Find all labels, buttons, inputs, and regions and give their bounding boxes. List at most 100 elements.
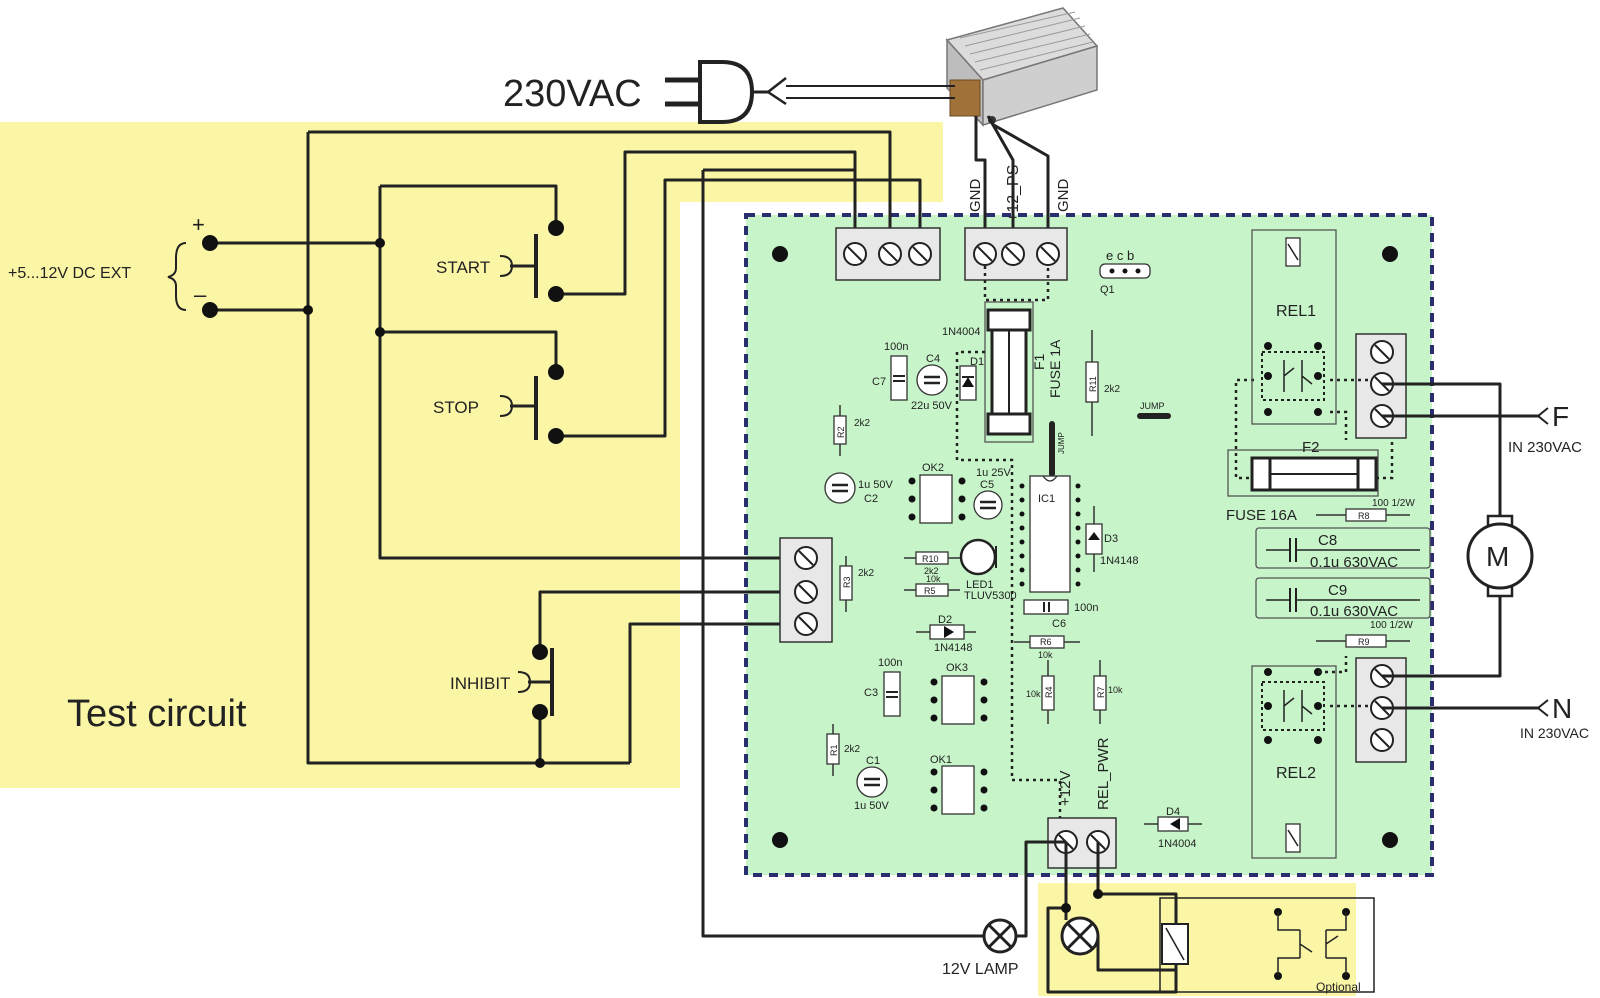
r9-value: 100 1/2W: [1370, 620, 1413, 631]
capacitor-c5: [973, 490, 1003, 520]
n-in-label: IN 230VAC: [1520, 725, 1589, 741]
relay-rel1: [1251, 229, 1337, 425]
resistor-r9: [1316, 634, 1410, 648]
transistor-q1: [1099, 263, 1151, 279]
c5-label: C5: [980, 479, 994, 491]
junction: [1061, 903, 1071, 913]
c5-value: 1u 25V: [976, 467, 1012, 479]
resistor-r8: [1316, 508, 1410, 522]
mounting-hole: [1382, 832, 1398, 848]
start-button: [499, 220, 564, 302]
r8-label: R8: [1358, 511, 1370, 521]
ic-ic1: [1019, 475, 1081, 593]
c1-value: 1u 50V: [854, 800, 890, 812]
stop-button: [499, 364, 564, 444]
lamp-12v: [982, 918, 1018, 954]
r1-value: 2k2: [844, 744, 861, 755]
f-in-label: IN 230VAC: [1508, 439, 1582, 456]
wire-start: [556, 150, 857, 296]
c2-label: C2: [864, 493, 878, 505]
power-terminal-block: [964, 227, 1068, 281]
capacitor-c8: [1255, 527, 1431, 569]
capacitor-c4: [916, 364, 948, 396]
r11-value: 2k2: [1104, 384, 1121, 395]
r4-value: 10k: [1026, 689, 1041, 699]
diode-d4: [1144, 816, 1202, 832]
psu-gnd-wire-2: [991, 122, 1050, 245]
jump-b-label: JUMP: [1140, 401, 1165, 411]
pcb-trace: [955, 350, 1062, 826]
relay-rel2: [1251, 665, 1337, 859]
optocoupler-ok2: [908, 474, 966, 524]
d2-type: 1N4148: [934, 642, 973, 654]
r2-value: 2k2: [854, 418, 871, 429]
test-circuit-label: Test circuit: [67, 693, 247, 735]
c3-value: 100n: [878, 657, 902, 669]
pcb-trace: [1330, 378, 1370, 440]
r7-value: 10k: [1108, 685, 1123, 695]
mounting-hole: [772, 832, 788, 848]
r5-value: 10k: [926, 574, 941, 584]
d1-label: D1: [970, 356, 984, 368]
gnd-label-a: GND: [967, 179, 984, 213]
pcb-trace: [1234, 404, 1394, 480]
capacitor-c2: [824, 472, 856, 504]
r6-label: R6: [1040, 637, 1052, 647]
led-led1: [959, 538, 997, 576]
junction: [375, 238, 385, 248]
c9-label: C9: [1328, 582, 1347, 599]
resistor-r11: [1085, 330, 1099, 436]
c4-label: C4: [926, 353, 940, 365]
power-supply-module: [945, 7, 1099, 127]
ext-plus-sign: +: [192, 212, 205, 237]
motor-wire-n: [1382, 596, 1502, 678]
n-terminal-label: N: [1552, 693, 1572, 724]
rel2-label: REL2: [1276, 765, 1316, 782]
input-terminal-block: [835, 227, 941, 281]
resistor-r10: [904, 551, 960, 565]
r9-label: R9: [1358, 637, 1370, 647]
r5-label: R5: [924, 586, 936, 596]
diode-d3: [1085, 506, 1103, 572]
gnd-label-b: GND: [1055, 179, 1072, 213]
psu-gnd-wire: [974, 116, 987, 245]
capacitor-c6: [1023, 599, 1069, 615]
ps12-label: +12_PS: [1005, 165, 1022, 222]
r10-value: 2k2: [924, 566, 939, 576]
test-circuit-area: [0, 122, 943, 788]
start-label: START: [436, 258, 490, 277]
jump-a-label: JUMP: [1057, 432, 1066, 454]
ic1-label: IC1: [1038, 493, 1055, 505]
f-terminal-label: F: [1552, 401, 1569, 432]
diode-d2: [916, 624, 976, 640]
r10-label: R10: [922, 554, 939, 564]
optional-lamp: [1060, 916, 1100, 956]
c7-value: 100n: [884, 341, 908, 353]
r1-label: R1: [829, 744, 839, 756]
c9-value: 0.1u 630VAC: [1310, 603, 1398, 620]
capacitor-c9: [1255, 577, 1431, 619]
ext-minus-sign: –: [194, 282, 207, 307]
r6-value: 10k: [1038, 650, 1053, 660]
junction: [375, 327, 385, 337]
q1-pins-label: e c b: [1106, 248, 1134, 263]
optional-lamp-wire: [1096, 936, 1176, 972]
junction: [535, 758, 545, 768]
q1-label: Q1: [1100, 284, 1115, 296]
r3-value: 2k2: [858, 568, 875, 579]
resistor-r7: [1093, 660, 1107, 724]
psu-12v-wire: [986, 115, 1015, 245]
d2-label: D2: [938, 614, 952, 626]
motor-terminal-bottom: [1355, 657, 1407, 763]
led1-label: LED1: [966, 579, 994, 591]
wire-lamp: [701, 168, 985, 938]
wire-common: [378, 184, 800, 560]
pcb-trace: [983, 266, 1050, 302]
fuse-f2: [1227, 449, 1379, 497]
d3-type: 1N4148: [1100, 555, 1139, 567]
resistor-r1: [826, 724, 840, 776]
p12v-label: +12V: [1057, 771, 1074, 806]
c1-label: C1: [866, 755, 880, 767]
inhibit-switch: [517, 644, 554, 720]
mounting-hole: [1382, 246, 1398, 262]
